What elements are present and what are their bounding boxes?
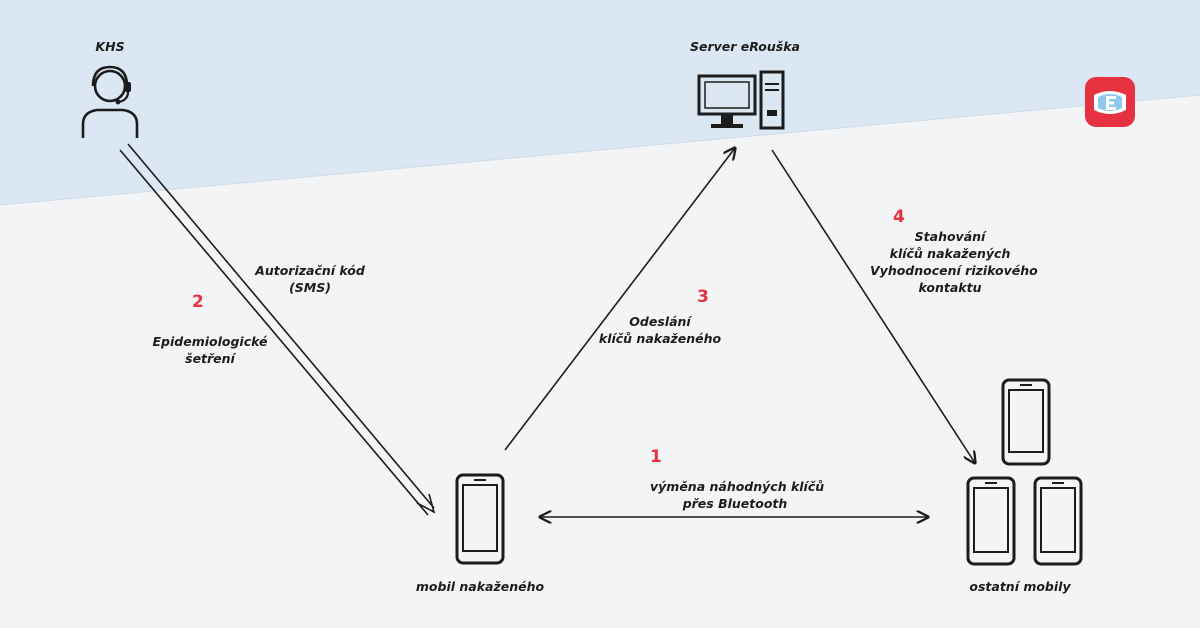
arrow-infected-to-server (504, 148, 735, 451)
server-label: Server eRouška (690, 39, 800, 54)
desktop-computer-icon (697, 70, 785, 130)
smartphone-icon-top (1001, 378, 1051, 466)
step-1-number: 1 (650, 447, 662, 467)
step-2-label: Epidemiologické šetření (140, 333, 280, 367)
operator-headset-icon (81, 65, 139, 138)
step-3-label: Odeslání klíčů nakaženého (590, 313, 730, 347)
erouska-logo (1085, 77, 1135, 127)
infected-phone-label: mobil nakaženého (415, 579, 545, 594)
step-4-label: Stahování klíčů nakažených Vyhodnocení r… (870, 228, 1038, 296)
step-4-line-4: kontaktu (918, 280, 982, 295)
step-1-line-2: přes Bluetooth (682, 496, 788, 511)
step-1-line-1: výměna náhodných klíčů (650, 479, 825, 494)
sms-label-line-1: Autorizační kód (255, 263, 365, 278)
step-3-number: 3 (697, 287, 709, 307)
sms-label: Autorizační kód (SMS) (245, 262, 375, 296)
step-2-line-2: šetření (185, 351, 235, 366)
smartphone-icon-left (966, 476, 1016, 566)
step-4-line-2: klíčů nakažených (889, 246, 1011, 261)
infected-phone-icon (455, 473, 505, 565)
step-4-line-3: Vyhodnocení rizikového (870, 263, 1038, 278)
step-2-line-1: Epidemiologické (152, 334, 268, 349)
other-phones-icon (966, 378, 1083, 566)
step-3-line-1: Odeslání (629, 314, 691, 329)
step-1-label: výměna náhodných klíčů přes Bluetooth (650, 478, 825, 512)
arrow-khs-to-infected (119, 143, 436, 516)
sms-label-line-2: (SMS) (289, 280, 331, 295)
other-phones-label: ostatní mobily (969, 579, 1071, 594)
step-3-line-2: klíčů nakaženého (598, 331, 722, 346)
khs-label: KHS (95, 39, 125, 54)
step-4-line-1: Stahování (914, 229, 986, 244)
step-4-number: 4 (893, 207, 905, 227)
arrow-server-to-others (771, 149, 975, 463)
smartphone-icon-right (1033, 476, 1083, 566)
step-2-number: 2 (192, 292, 204, 312)
